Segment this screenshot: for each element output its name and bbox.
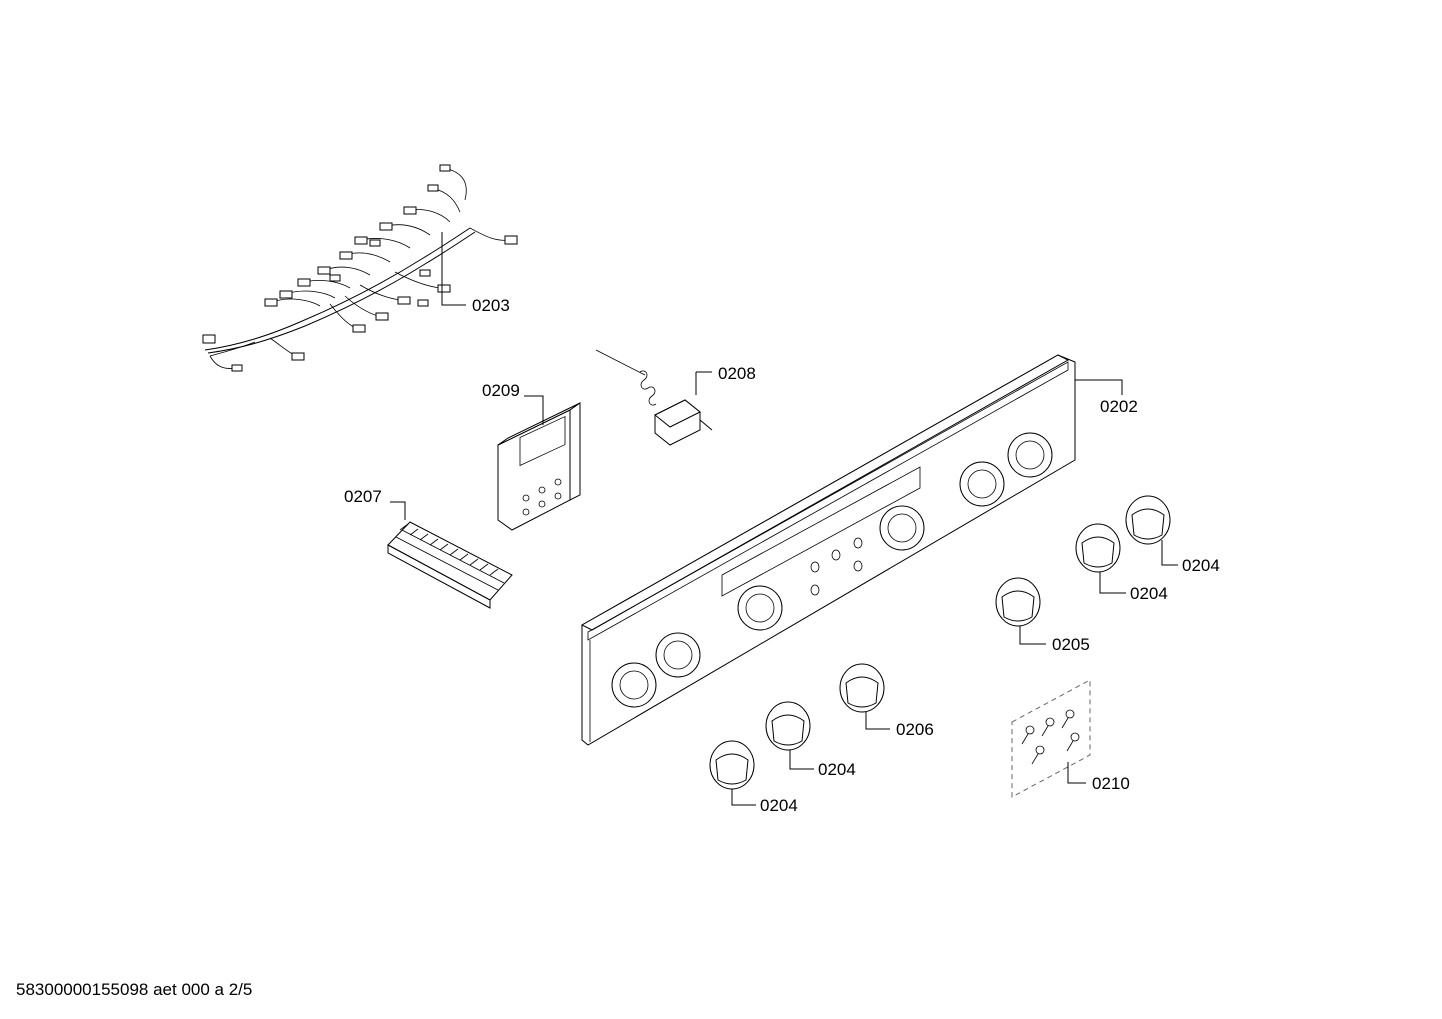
label-0209: 0209 (482, 381, 520, 400)
screw-set (1011, 679, 1091, 798)
label-0205: 0205 (1052, 635, 1090, 654)
control-panel (580, 354, 1123, 746)
knob-0204-right-bottom (1075, 523, 1126, 594)
knob-0206 (839, 663, 890, 730)
wiring-harness (202, 164, 518, 372)
label-0204-c: 0204 (818, 760, 856, 779)
knob-0204-left-bottom (709, 740, 756, 806)
knob-0205 (995, 577, 1046, 645)
thermostat (595, 349, 713, 446)
label-0204-d: 0204 (760, 796, 798, 815)
label-0206: 0206 (896, 720, 934, 739)
label-0210: 0210 (1092, 774, 1130, 793)
label-0202: 0202 (1100, 397, 1138, 416)
label-0204-b: 0204 (1130, 584, 1168, 603)
label-0208: 0208 (718, 364, 756, 383)
panel-buttons (810, 537, 863, 596)
knob-0204-left-top (765, 701, 814, 770)
label-0203: 0203 (472, 296, 510, 315)
label-0207: 0207 (344, 487, 382, 506)
terminal-block (387, 501, 513, 609)
electronic-module (497, 395, 581, 531)
knob-0204-right-top (1125, 495, 1178, 566)
label-0204-a: 0204 (1182, 556, 1220, 575)
knob-openings (611, 432, 1053, 708)
document-id: 58300000155098 aet 000 a 2/5 (16, 980, 253, 999)
